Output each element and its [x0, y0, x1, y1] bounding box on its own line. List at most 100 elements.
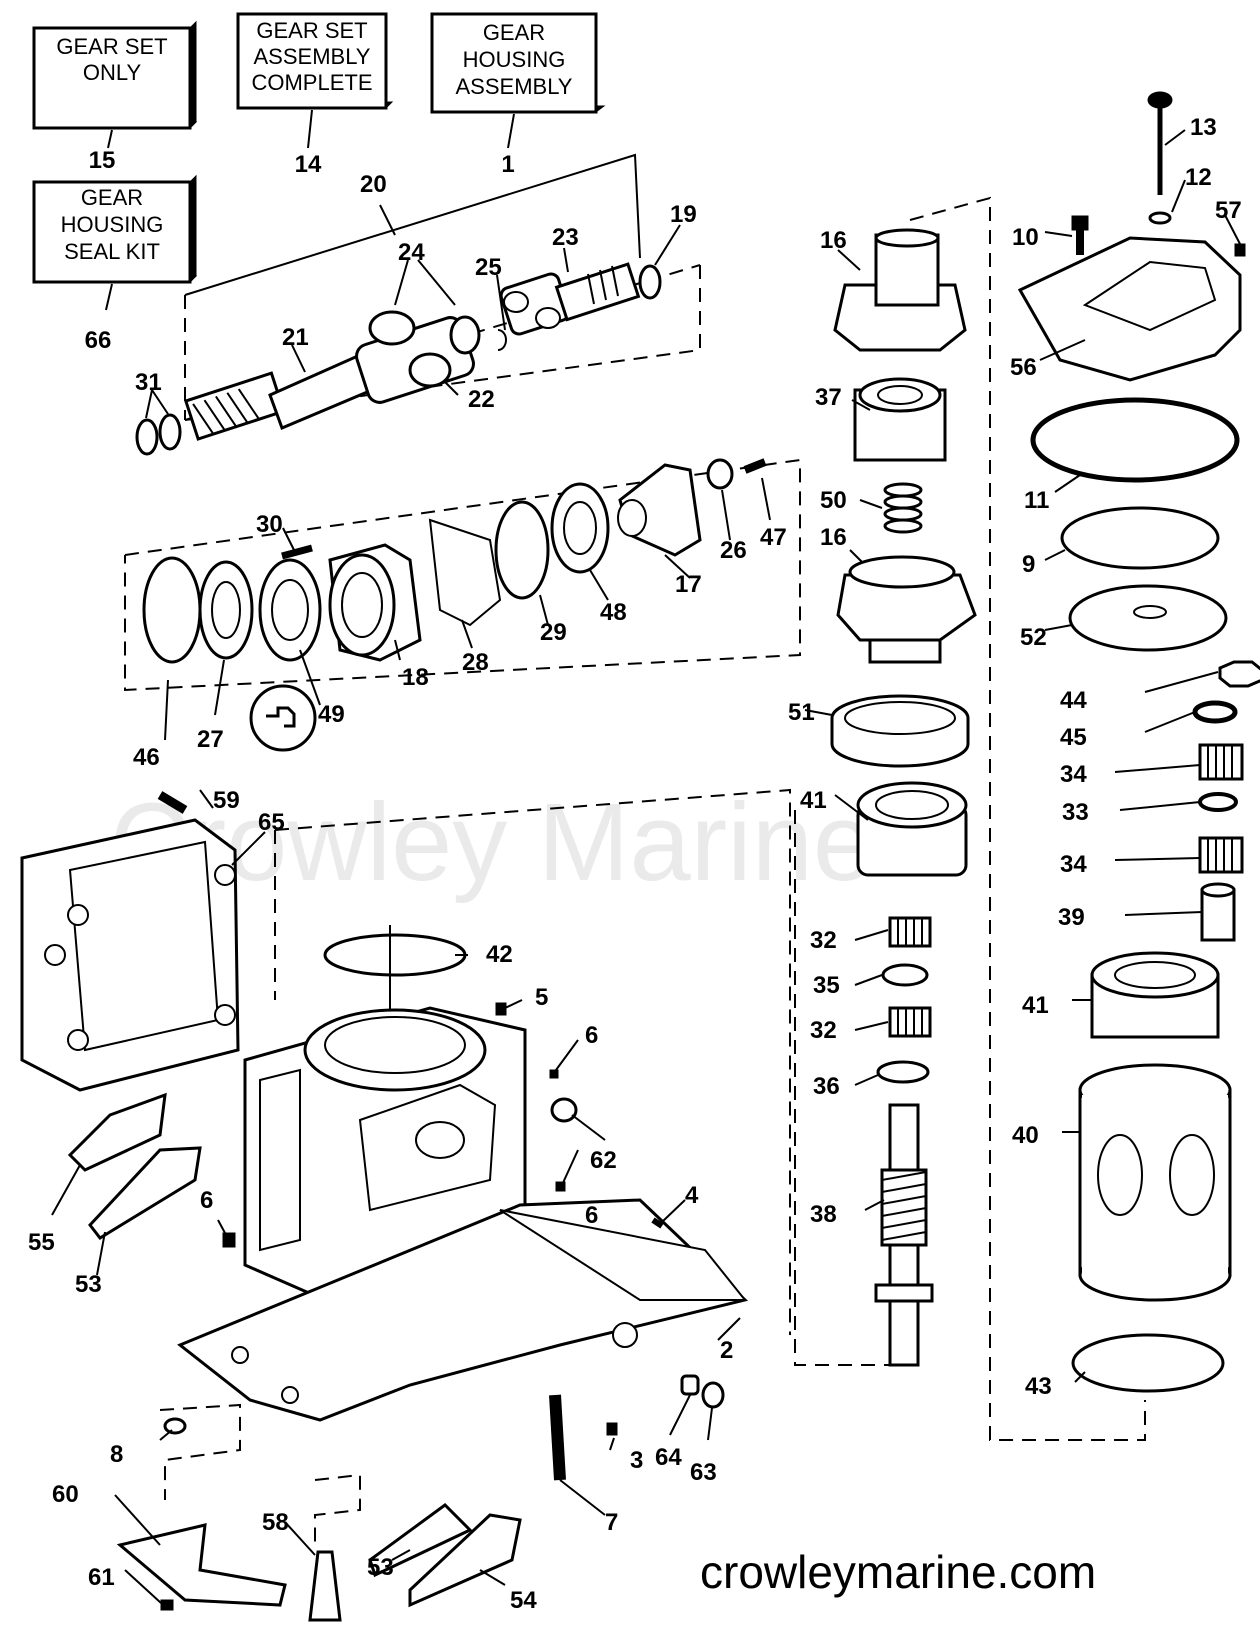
callout-11: 11	[1024, 487, 1049, 514]
pinion-group	[142, 458, 767, 752]
callout-16b: 16	[820, 524, 847, 551]
callout-28: 28	[462, 649, 489, 676]
driveshaft-assembly	[135, 262, 662, 456]
callout-6b: 6	[585, 1202, 598, 1229]
callout-30: 30	[256, 511, 283, 538]
kit-box-66-line-3: SEAL KIT	[64, 239, 160, 264]
callout-38: 38	[810, 1201, 837, 1228]
callout-21: 21	[282, 324, 309, 351]
callout-20: 20	[360, 171, 387, 198]
callout-7: 7	[605, 1509, 618, 1536]
kit-box-1-line-1: GEAR	[483, 20, 545, 45]
gear-housing	[177, 933, 749, 1422]
callout-47: 47	[760, 524, 787, 551]
callout-26: 26	[720, 537, 747, 564]
callout-61: 61	[88, 1564, 115, 1591]
callout-40: 40	[1012, 1122, 1039, 1149]
callout-43: 43	[1025, 1373, 1052, 1400]
callout-45: 45	[1060, 724, 1087, 751]
kit-box-1-line-3: ASSEMBLY	[456, 74, 573, 99]
callout-37: 37	[815, 384, 842, 411]
kit-box-14: GEAR SET ASSEMBLY COMPLETE	[236, 12, 394, 110]
callout-50: 50	[820, 487, 847, 514]
leader-lines	[51, 129, 1241, 1604]
callout-46: 46	[133, 744, 160, 771]
callout-48: 48	[600, 599, 627, 626]
callout-5: 5	[535, 984, 548, 1011]
callout-33: 33	[1062, 799, 1089, 826]
kit-box-66-line-2: HOUSING	[61, 212, 164, 237]
callout-64: 64	[655, 1444, 682, 1471]
kit-box-15: GEAR SET ONLY	[32, 20, 198, 130]
callout-53b: 53	[367, 1554, 394, 1581]
callout-42: 42	[486, 941, 513, 968]
callout-3: 3	[630, 1447, 643, 1474]
callout-29: 29	[540, 619, 567, 646]
callout-63: 63	[690, 1459, 717, 1486]
callout-6a: 6	[585, 1022, 598, 1049]
small-parts	[67, 1002, 725, 1622]
mounting-plate	[20, 791, 240, 1092]
callout-15: 15	[89, 147, 116, 174]
callout-19: 19	[670, 201, 697, 228]
callout-32b: 32	[810, 1017, 837, 1044]
callout-25: 25	[475, 254, 502, 281]
callout-56: 56	[1010, 354, 1037, 381]
site-url: crowleymarine.com	[700, 1546, 1096, 1598]
callout-10: 10	[1012, 224, 1039, 251]
callout-35: 35	[813, 972, 840, 999]
callout-54: 54	[510, 1587, 537, 1614]
kit-box-1-line-2: HOUSING	[463, 47, 566, 72]
callout-8: 8	[110, 1441, 123, 1468]
callout-2: 2	[720, 1337, 733, 1364]
callout-66: 66	[85, 327, 112, 354]
callout-51: 51	[788, 699, 815, 726]
kit-box-66: GEAR HOUSING SEAL KIT	[32, 174, 198, 284]
callout-44: 44	[1060, 687, 1087, 714]
right-stack	[1017, 91, 1260, 1393]
callout-22: 22	[468, 386, 495, 413]
callout-1: 1	[501, 151, 514, 178]
callout-34a: 34	[1060, 761, 1087, 788]
watermark: Crowley Marine	[110, 781, 874, 904]
callout-17: 17	[675, 571, 702, 598]
kit-box-66-line-1: GEAR	[81, 185, 143, 210]
callout-49: 49	[318, 701, 345, 728]
callout-65: 65	[258, 809, 285, 836]
callout-59: 59	[213, 787, 240, 814]
callout-31: 31	[135, 369, 162, 396]
kit-box-14-line-2: ASSEMBLY	[254, 44, 371, 69]
callout-58: 58	[262, 1509, 289, 1536]
callout-9: 9	[1022, 551, 1035, 578]
callout-13: 13	[1190, 114, 1217, 141]
callout-16a: 16	[820, 227, 847, 254]
callout-34b: 34	[1060, 851, 1087, 878]
kit-box-14-line-1: GEAR SET	[256, 18, 367, 43]
kit-box-15-line-2: ONLY	[83, 60, 142, 85]
callout-57: 57	[1215, 197, 1242, 224]
callout-41a: 41	[800, 787, 827, 814]
callout-18: 18	[402, 664, 429, 691]
callout-14: 14	[295, 151, 322, 178]
callout-27: 27	[197, 726, 224, 753]
callout-62: 62	[590, 1147, 617, 1174]
callout-32a: 32	[810, 927, 837, 954]
gear-stack	[830, 228, 977, 1367]
callout-41b: 41	[1022, 992, 1049, 1019]
kit-box-1: GEAR HOUSING ASSEMBLY	[430, 12, 606, 114]
callout-39: 39	[1058, 904, 1085, 931]
callout-52: 52	[1020, 624, 1047, 651]
callout-23: 23	[552, 224, 579, 251]
callout-24: 24	[398, 239, 425, 266]
kit-box-14-line-3: COMPLETE	[251, 70, 372, 95]
callout-36: 36	[813, 1073, 840, 1100]
kit-box-15-line-1: GEAR SET	[56, 34, 167, 59]
callout-numbers: 1 2 3 4 5 6 6 6 6 7 8 9 10 11 12 13 14 1…	[28, 114, 1242, 1614]
callout-4: 4	[685, 1182, 699, 1209]
callout-55: 55	[28, 1229, 55, 1256]
callout-60: 60	[52, 1481, 79, 1508]
callout-12: 12	[1185, 164, 1212, 191]
callout-53a: 53	[75, 1271, 102, 1298]
callout-6c: 6	[200, 1187, 213, 1214]
